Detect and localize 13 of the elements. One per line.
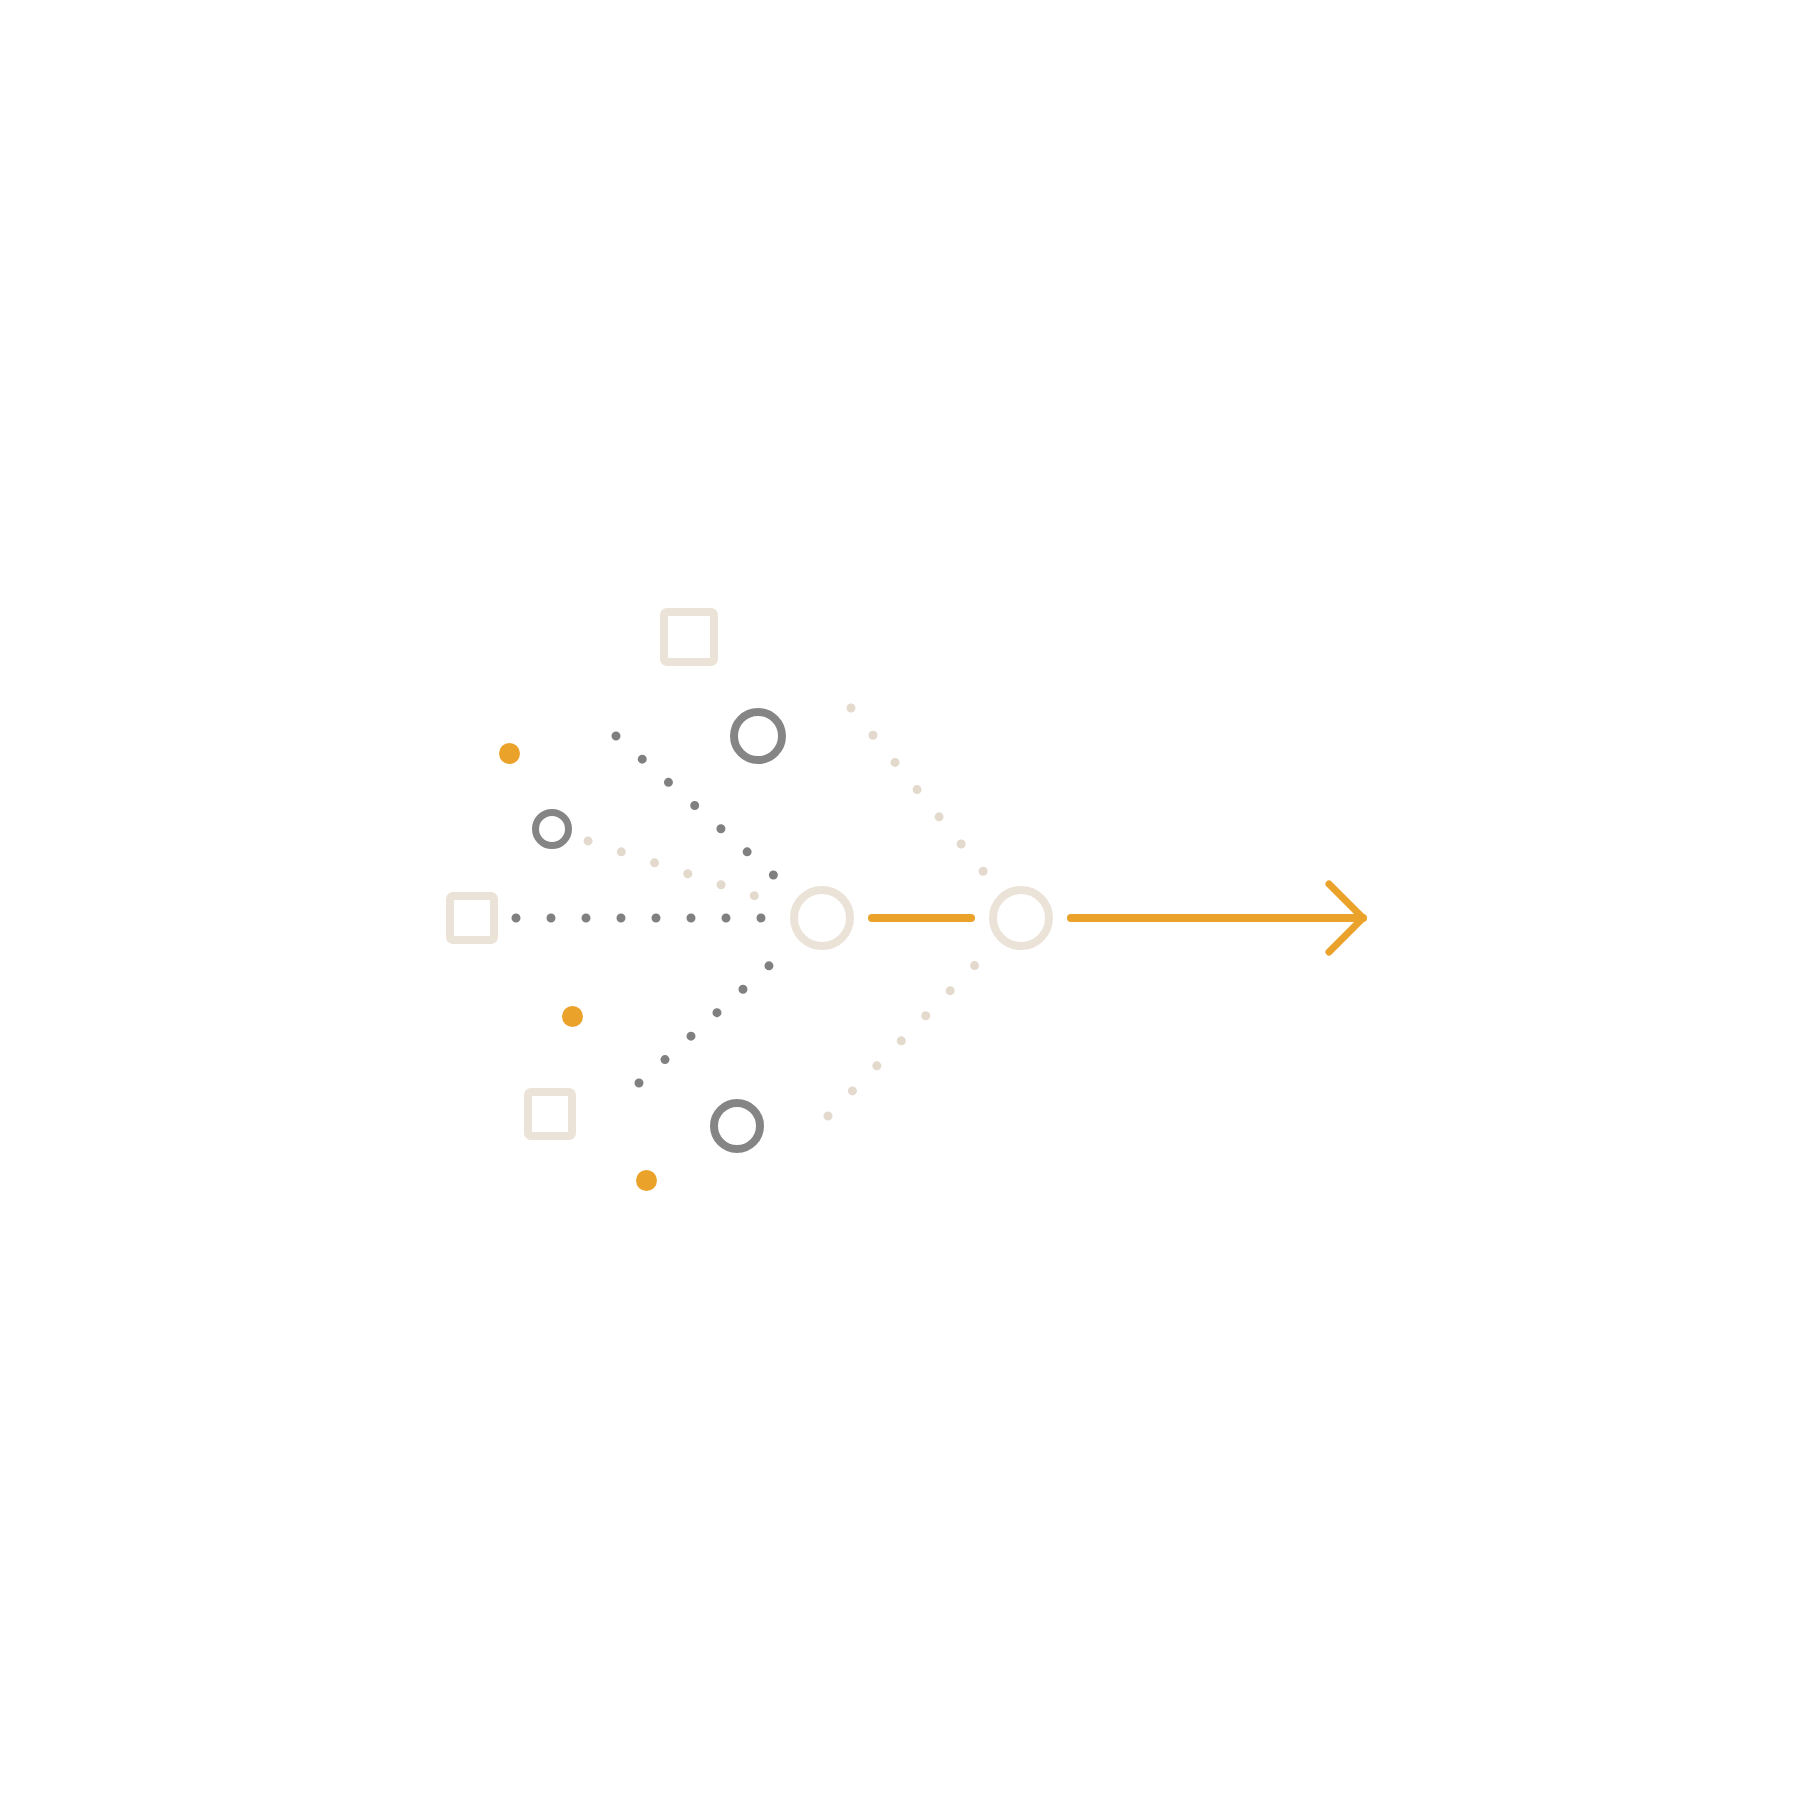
arrow [1067, 880, 1367, 956]
ring [710, 1099, 764, 1153]
dot [561, 1005, 583, 1027]
dot [635, 1169, 657, 1191]
dot [498, 742, 520, 764]
ring [989, 886, 1053, 950]
ring [730, 708, 786, 764]
ring [790, 886, 854, 950]
ring [532, 809, 572, 849]
square-outline [446, 892, 498, 944]
square-outline [524, 1088, 576, 1140]
square-outline [660, 608, 718, 666]
connector-line [868, 914, 975, 922]
